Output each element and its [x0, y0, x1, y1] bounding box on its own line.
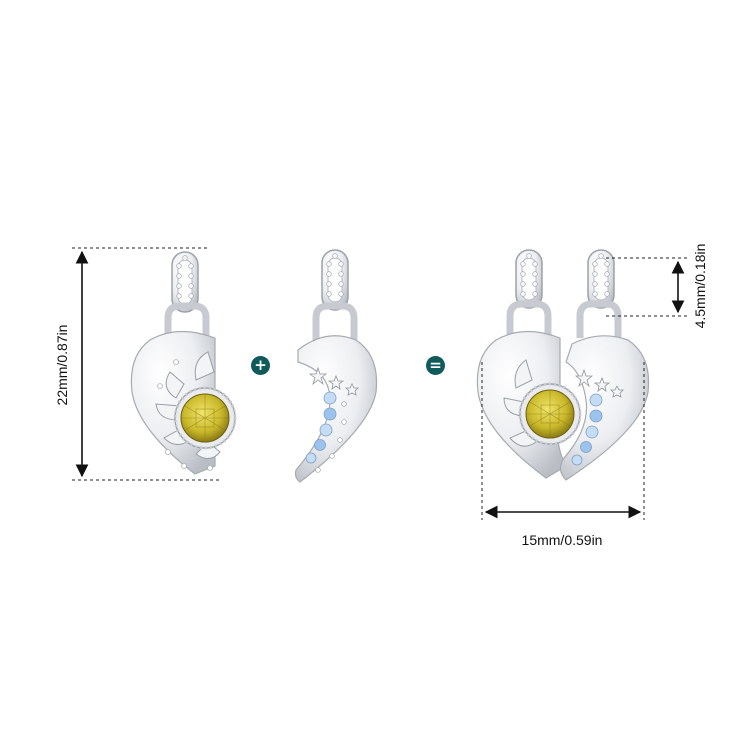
bail-height-dimension	[606, 257, 690, 317]
heart-pendant-pair	[476, 249, 650, 481]
bail-height-label: 4.5mm/0.18in	[692, 243, 708, 329]
width-dimension	[481, 362, 645, 520]
moon-half-pendant	[294, 249, 378, 483]
equals-sign: =	[426, 356, 445, 375]
width-label: 15mm/0.59in	[521, 532, 603, 548]
height-label: 22mm/0.87in	[54, 324, 70, 406]
sun-half-pendant	[130, 251, 237, 475]
height-dimension	[72, 247, 222, 481]
plus-sign: +	[251, 356, 270, 375]
